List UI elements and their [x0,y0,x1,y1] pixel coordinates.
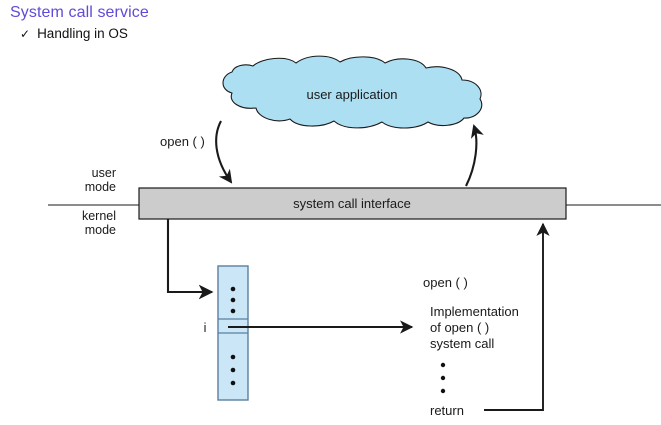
implementation-dot [440,375,446,381]
return-to-app-arrow [465,124,484,187]
table-dot [230,380,236,386]
user-mode-label-line2: mode [85,180,116,194]
open-call-label: open ( ) [160,134,205,149]
system-call-table: i [204,265,249,401]
page-title: System call service [10,4,149,21]
implementation-dot [440,388,446,394]
cloud-label: user application [306,87,397,102]
open-call-arrow [215,120,233,184]
return-to-interface-arrow [484,222,550,411]
table-dot [230,367,236,373]
bullet-item: ✓ Handling in OS [20,26,128,41]
kernel-mode-label-line1: kernel [82,209,116,223]
implementation-dot [440,362,446,368]
table-dot [230,297,236,303]
bullet-item-label: Handling in OS [37,26,128,41]
kernel-mode-label-line2: mode [85,223,116,237]
user-mode-label-line1: user [92,166,116,180]
check-icon: ✓ [20,27,31,41]
implementation-open-label: open ( ) [423,275,468,290]
table-dot [230,354,236,360]
table-dot [230,286,236,292]
implementation-block: open ( ) Implementation of open ( ) syst… [423,275,519,418]
cloud-shape [222,55,483,129]
dispatch-to-table-arrow [166,219,214,300]
user-application-cloud: user application [222,55,483,129]
implementation-line-1: Implementation [430,304,519,319]
interface-bar-rect [138,187,567,220]
table-dot [230,308,236,314]
table-index-label: i [204,321,207,335]
implementation-line-3: system call [430,336,494,351]
implementation-line-2: of open ( ) [430,320,489,335]
interface-bar-label: system call interface [293,196,411,211]
implementation-return-label: return [430,403,464,418]
system-call-interface-bar: system call interface [138,187,567,220]
